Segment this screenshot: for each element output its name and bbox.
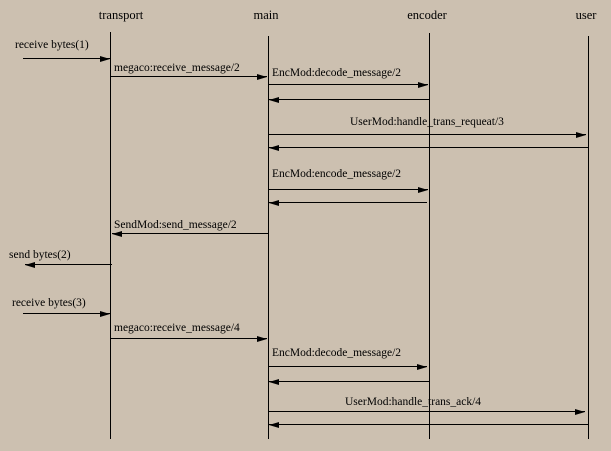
message-arrow-line <box>268 84 428 85</box>
message-label: UserMod:handle_trans_ack/4 <box>345 396 482 408</box>
lifeline-transport <box>110 32 111 439</box>
message-arrow-line <box>110 338 267 339</box>
message-label: EncMod:encode_message/2 <box>272 168 402 180</box>
message-label: EncMod:decode_message/2 <box>272 347 402 359</box>
lifeline-encoder <box>429 33 430 439</box>
participant-label-transport: transport <box>98 8 144 22</box>
arrowhead-icon <box>269 422 279 428</box>
arrowhead-icon <box>575 409 585 415</box>
message-label: UserMod:handle_trans_requeat/3 <box>350 116 504 128</box>
arrowhead-icon <box>257 336 267 342</box>
arrowhead-icon <box>269 200 279 206</box>
lifeline-main <box>268 36 269 439</box>
message-arrow-line <box>110 76 267 77</box>
lifeline-user <box>588 36 589 439</box>
message-arrow-line <box>25 264 112 265</box>
arrowhead-icon <box>100 311 110 317</box>
arrowhead-icon <box>100 56 110 62</box>
message-label: receive bytes(3) <box>12 297 86 309</box>
message-arrow-line <box>269 99 429 100</box>
arrowhead-icon <box>112 231 122 237</box>
participant-label-user: user <box>575 8 597 22</box>
arrowhead-icon <box>417 364 427 370</box>
arrowhead-icon <box>418 187 428 193</box>
message-label: receive bytes(1) <box>15 39 89 51</box>
participant-label-main: main <box>253 8 279 22</box>
arrowhead-icon <box>25 262 35 268</box>
message-label: megaco:receive_message/4 <box>114 322 240 334</box>
message-label: megaco:receive_message/2 <box>114 62 240 74</box>
arrowhead-icon <box>576 132 586 138</box>
message-label: EncMod:decode_message/2 <box>272 67 402 79</box>
message-arrow-line <box>23 313 110 314</box>
arrowhead-icon <box>418 82 428 88</box>
participant-label-encoder: encoder <box>407 8 447 22</box>
arrowhead-icon <box>257 74 267 80</box>
arrowhead-icon <box>269 379 279 385</box>
message-arrow-line <box>23 58 110 59</box>
message-arrow-line <box>268 134 586 135</box>
message-arrow-line <box>112 233 268 234</box>
message-label: SendMod:send_message/2 <box>114 219 237 231</box>
message-arrow-line <box>269 147 588 148</box>
message-arrow-line <box>268 366 427 367</box>
message-label: send bytes(2) <box>9 249 71 261</box>
message-arrow-line <box>269 202 427 203</box>
message-arrow-line <box>268 189 428 190</box>
arrowhead-icon <box>269 145 279 151</box>
message-arrow-line <box>269 381 429 382</box>
message-arrow-line <box>269 424 588 425</box>
arrowhead-icon <box>269 97 279 103</box>
message-arrow-line <box>268 411 585 412</box>
